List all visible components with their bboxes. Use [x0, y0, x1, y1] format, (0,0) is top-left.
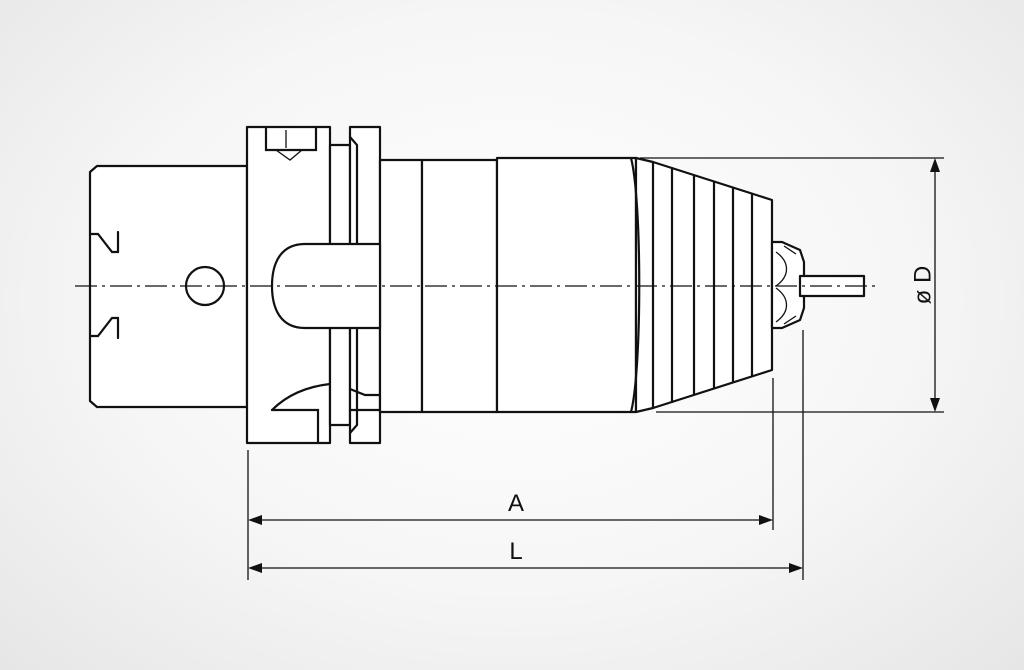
dimension-diameter: ø D	[640, 157, 944, 413]
chuck-jaws	[770, 240, 806, 330]
dimension-l-label: L	[509, 538, 522, 565]
chuck-body	[270, 156, 638, 414]
diameter-label: ø D	[909, 266, 936, 305]
clamping-sleeve	[629, 156, 774, 414]
dimension-a-label: A	[508, 490, 524, 517]
dimension-a: A	[247, 378, 774, 580]
drill-bit	[798, 274, 866, 298]
dimension-l: L	[248, 330, 804, 580]
